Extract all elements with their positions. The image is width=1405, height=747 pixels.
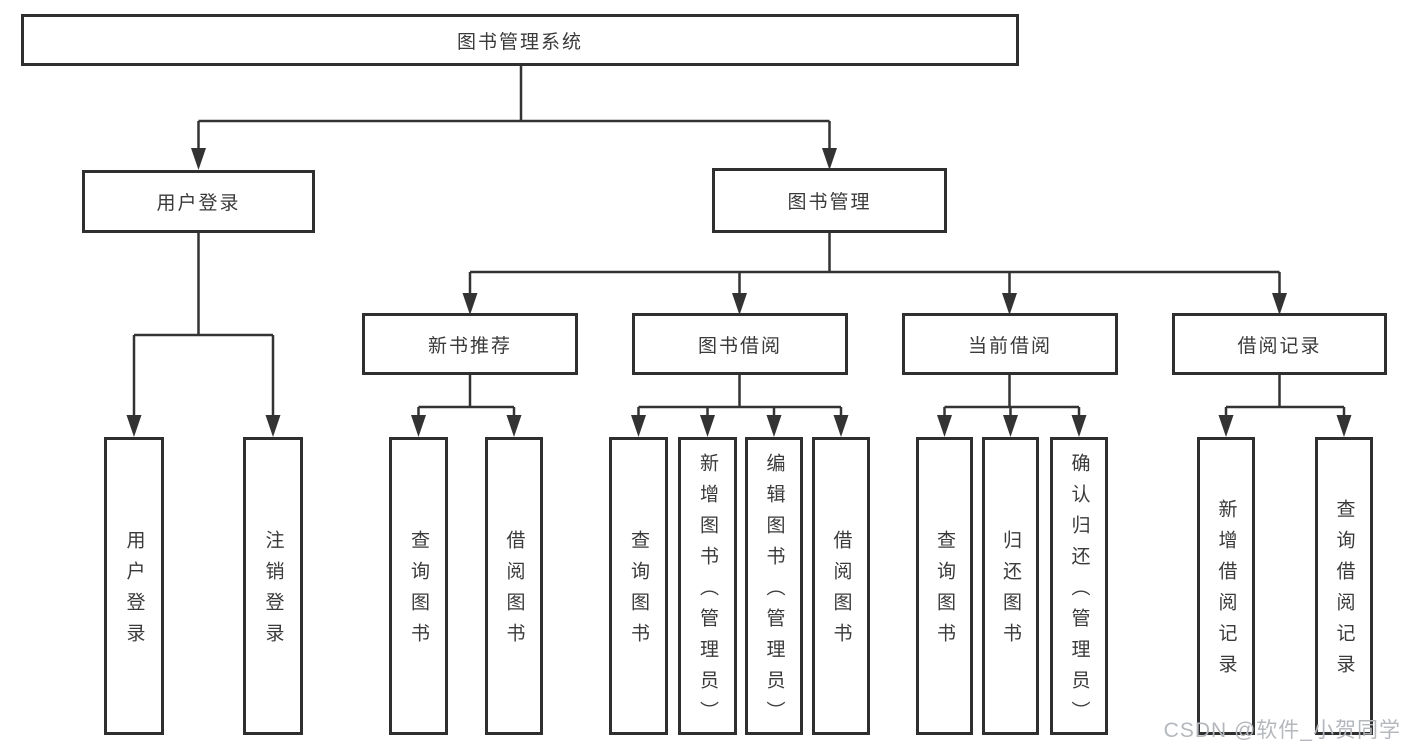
arrowhead <box>732 293 747 315</box>
connector-book-borrow-branch <box>637 375 843 417</box>
node-label: 借阅记录 <box>1237 335 1322 357</box>
arrowhead <box>265 415 281 437</box>
connector-current-borrow-branch <box>943 375 1081 417</box>
arrowhead <box>833 415 849 437</box>
leaf-borrow-edit-books-admin: 编辑图书（管理员） <box>745 437 803 735</box>
node-label: 用户登录 <box>156 193 241 214</box>
node-label: 用户登录 <box>123 530 145 654</box>
leaf-records-add-record: 新增借阅记录 <box>1197 437 1255 735</box>
node-label: 图书借阅 <box>697 335 782 357</box>
arrowhead <box>700 415 715 437</box>
arrowhead <box>191 148 206 170</box>
leaf-current-query-books: 查询图书 <box>916 437 973 735</box>
connector-user-login-branch <box>132 233 275 417</box>
arrowhead <box>411 415 426 437</box>
node-label: 新增图书（管理员） <box>697 452 718 732</box>
node-label: 查询图书 <box>934 530 955 654</box>
arrowhead <box>126 415 142 437</box>
node-label: 确认归还（管理员） <box>1068 452 1090 732</box>
leaf-records-query-record: 查询借阅记录 <box>1315 437 1373 735</box>
node-label: 编辑图书（管理员） <box>763 452 785 732</box>
node-label: 注销登录 <box>262 530 284 654</box>
leaf-user-login: 用户登录 <box>104 437 164 735</box>
arrowhead <box>937 415 952 437</box>
node-borrow-records: 借阅记录 <box>1172 313 1387 375</box>
node-user-login: 用户登录 <box>82 170 315 233</box>
connector-new-book-branch <box>417 375 516 417</box>
node-label: 新书推荐 <box>427 335 512 357</box>
node-current-borrow: 当前借阅 <box>902 313 1118 375</box>
node-label: 图书管理系统 <box>456 31 583 53</box>
leaf-newbook-query-books: 查询图书 <box>389 437 448 735</box>
arrowhead <box>1002 293 1017 315</box>
leaf-newbook-borrow-books: 借阅图书 <box>485 437 543 735</box>
leaf-current-return-books: 归还图书 <box>982 437 1039 735</box>
arrowhead <box>766 415 782 437</box>
arrowhead <box>462 293 478 315</box>
node-label: 图书管理 <box>787 192 872 213</box>
node-label: 当前借阅 <box>967 335 1052 357</box>
csdn-watermark: CSDN @软件_小贺同学 <box>1163 719 1401 742</box>
arrowhead <box>1218 415 1234 437</box>
arrowhead <box>1272 293 1287 315</box>
node-book-management: 图书管理 <box>712 168 947 233</box>
arrowhead <box>822 148 837 170</box>
node-label: 借阅图书 <box>503 530 525 654</box>
leaf-borrow-query-books: 查询图书 <box>609 437 668 735</box>
node-new-book-recommend: 新书推荐 <box>362 313 578 375</box>
leaf-borrow-borrow-books: 借阅图书 <box>812 437 870 735</box>
node-label: 查询图书 <box>628 530 649 654</box>
leaf-current-confirm-return-admin: 确认归还（管理员） <box>1050 437 1108 735</box>
connector-root-to-level2 <box>197 66 831 150</box>
connector-book-management-branch <box>468 233 1281 295</box>
arrowhead <box>1003 415 1018 437</box>
leaf-logout: 注销登录 <box>243 437 303 735</box>
node-label: 查询图书 <box>408 530 429 654</box>
arrowhead <box>631 415 646 437</box>
node-label: 借阅图书 <box>830 530 852 654</box>
node-label: 查询借阅记录 <box>1333 499 1355 685</box>
node-label: 新增借阅记录 <box>1215 499 1237 685</box>
connector-borrow-records-branch <box>1224 375 1346 417</box>
arrowhead <box>1336 415 1352 437</box>
node-library-system: 图书管理系统 <box>21 14 1019 66</box>
arrowhead <box>506 415 522 437</box>
node-book-borrow: 图书借阅 <box>632 313 848 375</box>
arrowhead <box>1071 415 1087 437</box>
leaf-borrow-add-books-admin: 新增图书（管理员） <box>678 437 737 735</box>
node-label: 归还图书 <box>1000 530 1021 654</box>
